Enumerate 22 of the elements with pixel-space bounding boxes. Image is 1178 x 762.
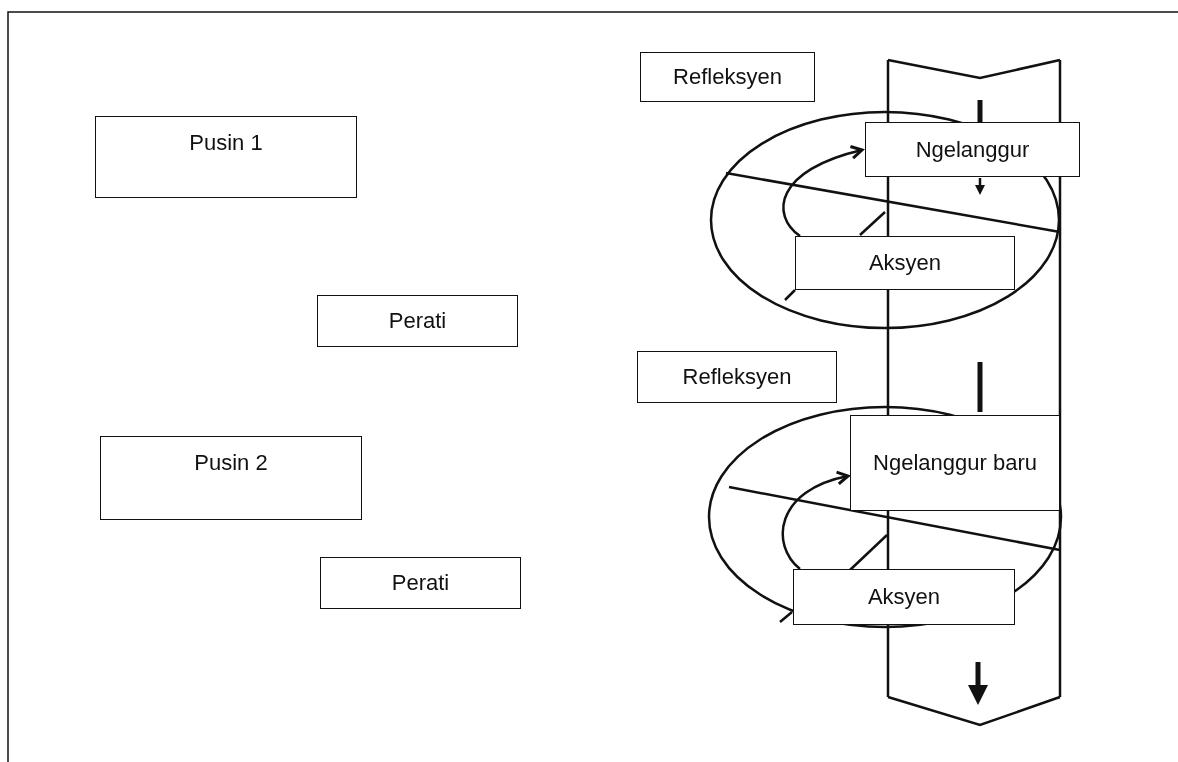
label-box [637,351,837,403]
box-label: Pusin 1 [189,129,263,157]
box-label: Pusin 2 [194,449,268,477]
box-label: Refleksyen [682,363,792,391]
label-box [320,557,521,609]
box-label: Refleksyen [673,63,782,91]
curved-arrow [781,471,850,570]
label-box [795,236,1015,290]
label-box [865,122,1080,177]
label-box [317,295,518,347]
label-box [100,436,362,520]
box-label: Aksyen [868,249,942,277]
label-box [640,52,815,102]
label-box [95,116,357,198]
box-label: Perati [388,307,447,335]
box-label: Ngelanggur baru [873,449,1037,477]
box-label: Ngelanggur [915,135,1030,164]
label-box [850,415,1060,511]
box-label: Perati [391,569,450,597]
curved-arrow [782,145,864,237]
label-box [793,569,1015,625]
box-label: Aksyen [867,583,941,611]
